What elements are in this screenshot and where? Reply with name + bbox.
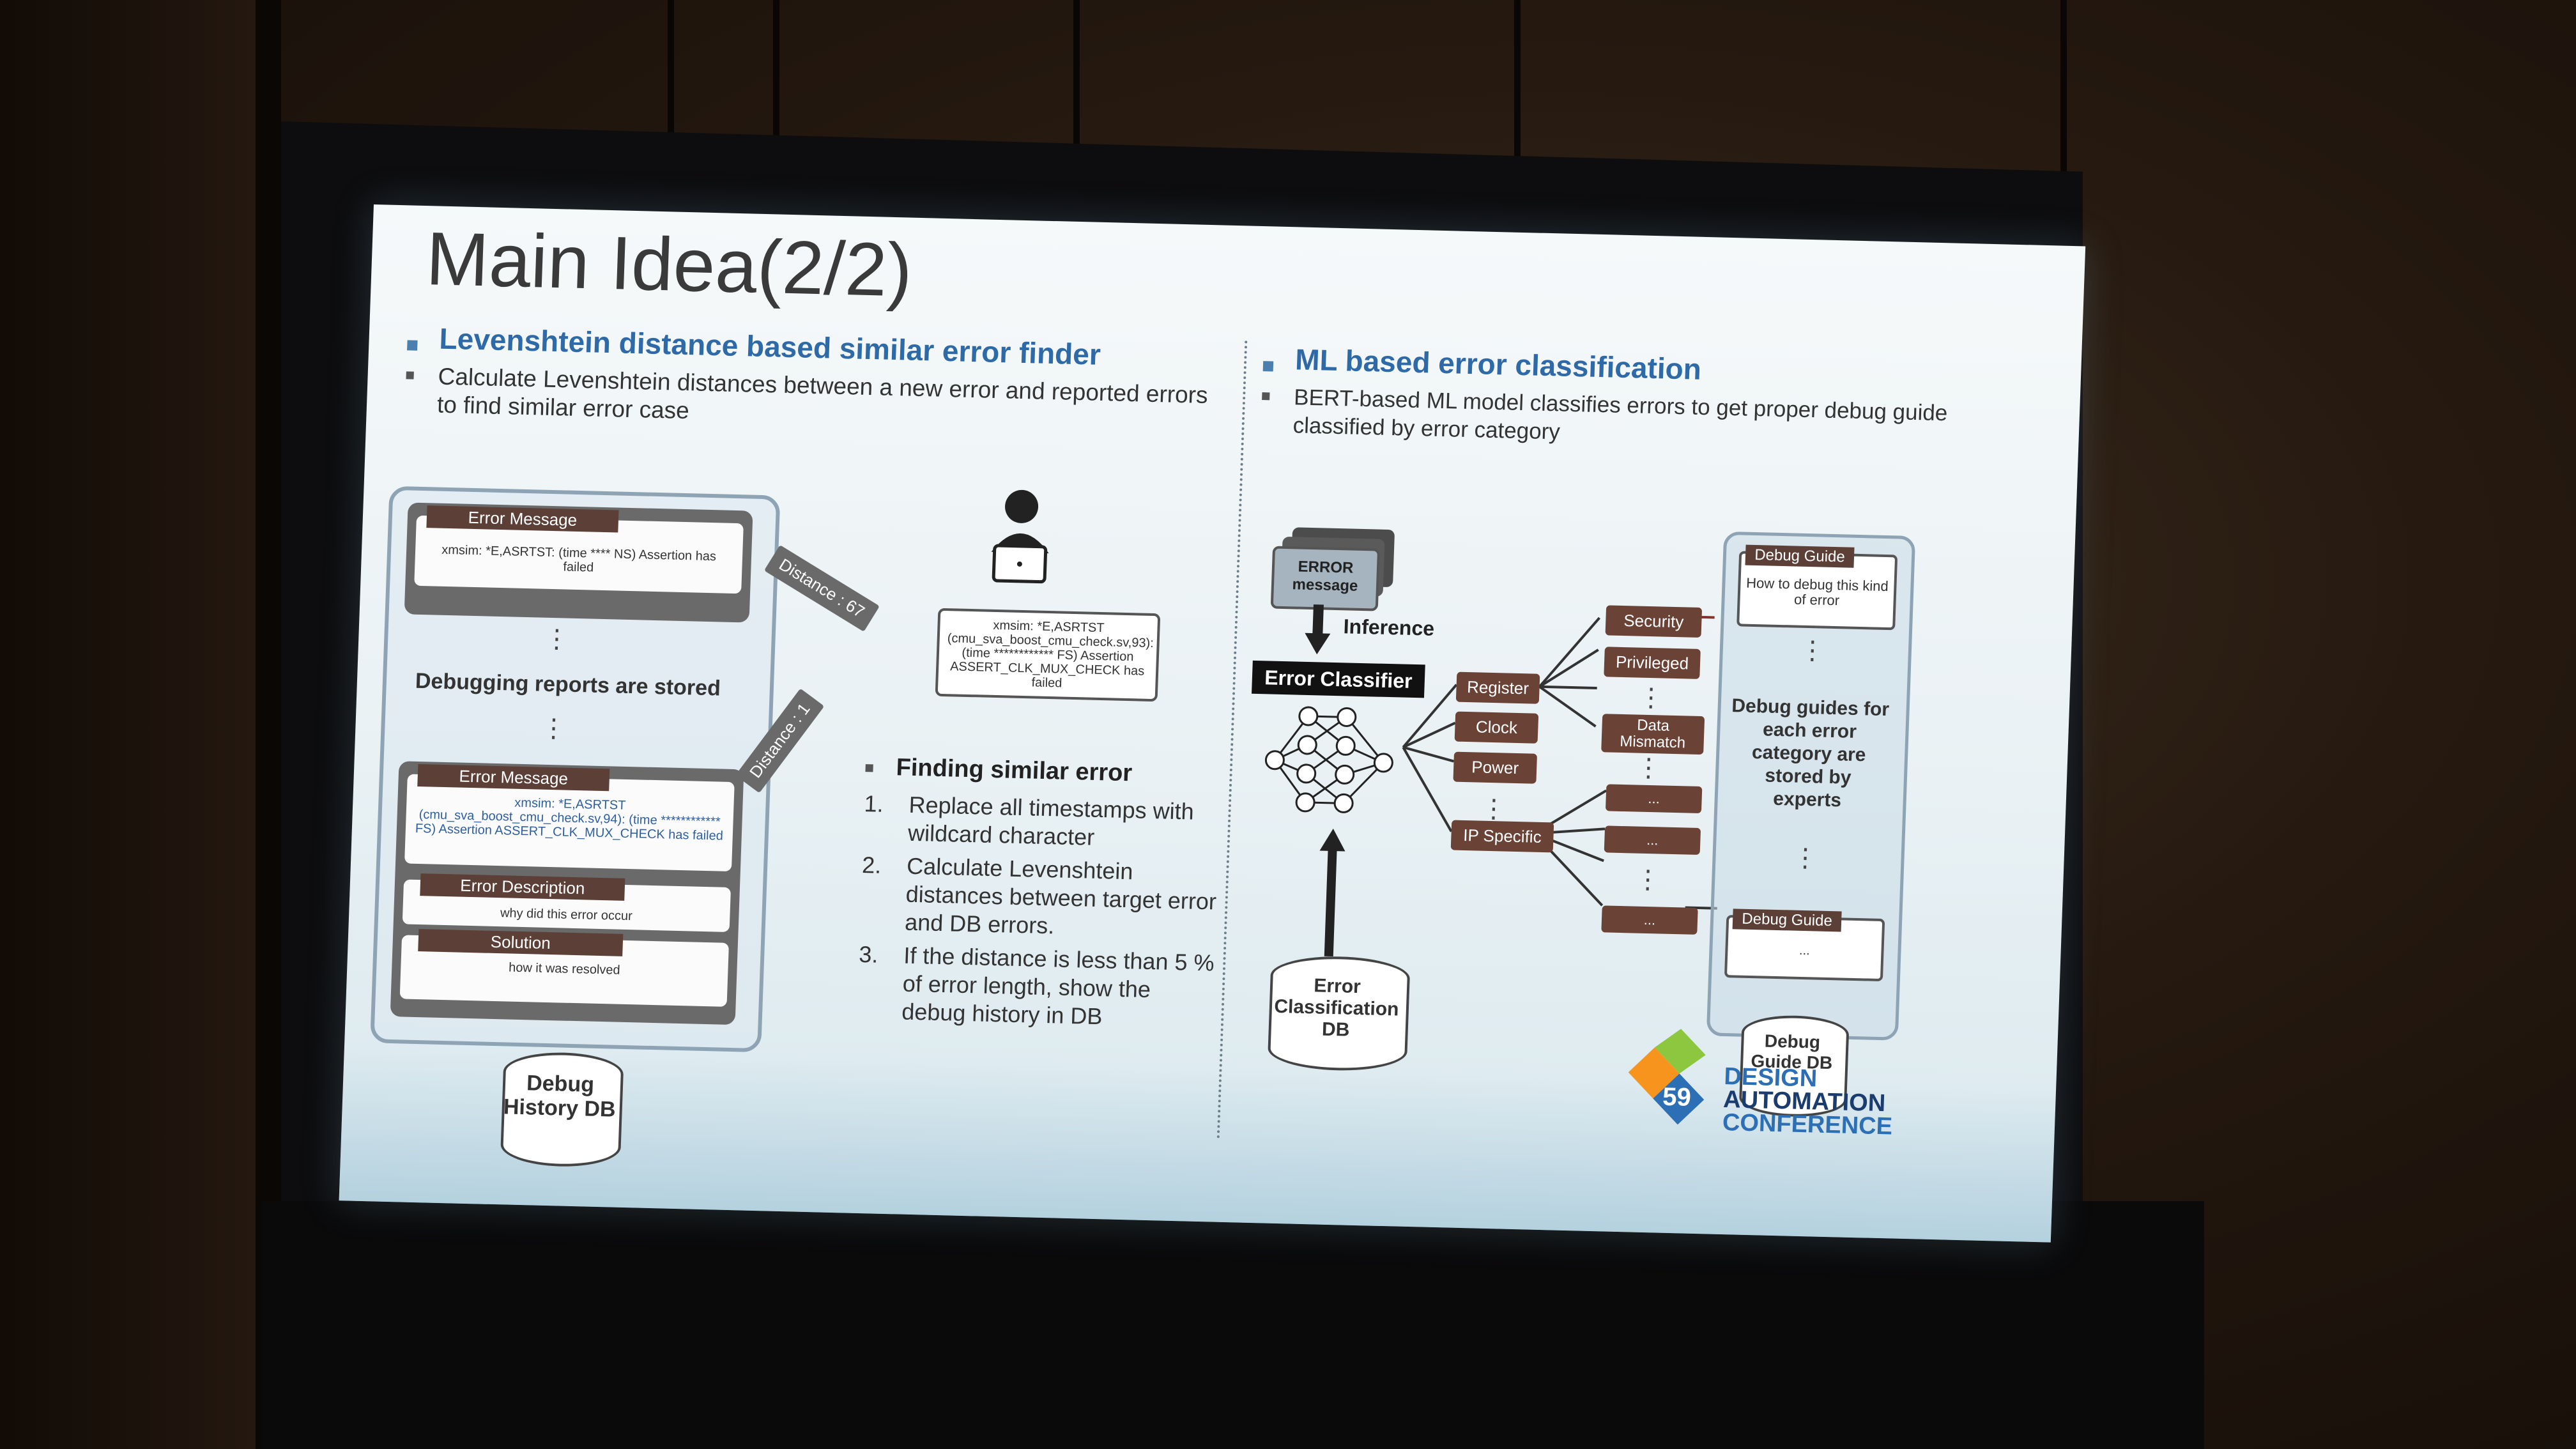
vertical-ellipsis: ⋮ [1799, 636, 1826, 665]
logo-line-3: CONFERENCE [1722, 1109, 1893, 1140]
bullet-icon [1262, 360, 1274, 372]
vertical-ellipsis: ⋮ [1791, 843, 1819, 873]
list-item: 3. If the distance is less than 5 % of er… [857, 940, 1217, 1034]
ceiling-beam [2060, 0, 2067, 204]
step-text: Replace all timestamps with wildcard cha… [907, 791, 1195, 850]
error-card-top: xmsim: *E,ASRTST: (time **** NS) Asserti… [404, 502, 753, 623]
category-ellipsis: ... [1601, 905, 1698, 935]
bullet-icon [406, 371, 414, 379]
distance-67-arrow: Distance : 67 [763, 544, 880, 632]
category-ip-specific: IP Specific [1450, 820, 1554, 853]
left-heading: Levenshtein distance based similar error… [438, 321, 1101, 371]
category-register: Register [1455, 671, 1540, 704]
right-bullet-text: BERT-based ML model classifies errors to… [1292, 385, 1948, 445]
finding-section: Finding similar error 1. Replace all time… [857, 753, 1224, 1033]
slide-title: Main Idea(2/2) [424, 217, 914, 313]
vertical-ellipsis: ⋮ [540, 714, 567, 743]
vertical-ellipsis: ⋮ [543, 624, 571, 654]
bullet-icon [1262, 392, 1270, 401]
left-bullet-text: Calculate Levenshtein distances between … [436, 363, 1209, 424]
ceiling-beam [773, 0, 779, 204]
step-number: 3. [858, 940, 879, 968]
error-classification-db-label: Error Classification DB [1273, 975, 1400, 1041]
error-classifier-label: Error Classifier [1252, 660, 1425, 698]
category-ellipsis: ... [1605, 784, 1703, 814]
column-divider [1216, 341, 1248, 1139]
finding-title-row: Finding similar error [865, 753, 1223, 790]
neural-network-icon [1264, 706, 1393, 813]
finding-title: Finding similar error [895, 754, 1133, 787]
new-error-box: xmsim: *E,ASRTST (cmu_sva_boost_cmu_chec… [935, 608, 1161, 702]
category-clock: Clock [1454, 711, 1539, 744]
step-text: If the distance is less than 5 % of erro… [901, 942, 1215, 1030]
logo-text: DESIGN AUTOMATION CONFERENCE [1722, 1063, 1894, 1140]
vertical-ellipsis: ⋮ [1637, 683, 1664, 712]
category-security: Security [1605, 605, 1703, 638]
category-power: Power [1453, 751, 1538, 784]
ceiling-beam [1514, 0, 1521, 204]
debug-history-db-label: Debug History DB [503, 1071, 617, 1122]
error-message-card-label: ERROR message [1292, 558, 1358, 595]
up-arrow-icon [1319, 828, 1346, 957]
step-text: Calculate Levenshtein distances between … [904, 852, 1217, 939]
inference-arrow-icon [1305, 604, 1331, 655]
category-ellipsis: ... [1604, 825, 1701, 855]
user-icon [991, 489, 1049, 584]
debug-guide-middle-text: Debug guides for each error category are… [1731, 695, 1890, 811]
category-data-mismatch: Data Mismatch [1601, 714, 1705, 755]
left-bullet-row: Calculate Levenshtein distances between … [404, 362, 1230, 438]
logo-number: 59 [1662, 1082, 1692, 1112]
category-privileged: Privileged [1604, 647, 1701, 679]
presentation-slide: Main Idea(2/2) Levenshtein distance base… [339, 204, 2086, 1243]
screen-base [262, 1201, 2204, 1449]
error-card-bottom: xmsim: *E,ASRTST (cmu_sva_boost_cmu_chec… [390, 761, 744, 1025]
right-heading: ML based error classification [1294, 342, 1702, 386]
step-number: 1. [863, 790, 884, 817]
vertical-ellipsis: ⋮ [1635, 753, 1662, 783]
list-item: 2. Calculate Levenshtein distances betwee… [859, 851, 1220, 944]
step-number: 2. [861, 851, 882, 878]
classification-connectors [1402, 615, 1717, 910]
dac-logo-icon [1628, 1029, 1706, 1125]
vertical-ellipsis: ⋮ [1634, 865, 1661, 894]
right-bullet-row: BERT-based ML model classifies errors to… [1261, 383, 2029, 457]
debug-guide-bottom-label: Debug Guide [1732, 908, 1842, 932]
debug-guide-top-label: Debug Guide [1745, 544, 1855, 568]
list-item: 1. Replace all timestamps with wildcard c… [862, 790, 1222, 855]
error-message-card: ERROR message [1270, 546, 1381, 611]
steps-list: 1. Replace all timestamps with wildcard c… [857, 790, 1223, 1033]
new-error-text: xmsim: *E,ASRTST (cmu_sva_boost_cmu_chec… [947, 618, 1154, 691]
ceiling-beam [1073, 0, 1080, 204]
error-message-label: Error Message [417, 763, 610, 792]
ceiling-beam [668, 0, 674, 204]
bullet-icon [407, 340, 418, 351]
vertical-ellipsis: ⋮ [1480, 794, 1507, 824]
room-wall [0, 0, 256, 1449]
error-message-label: Error Message [426, 505, 619, 533]
bullet-icon [865, 764, 873, 772]
